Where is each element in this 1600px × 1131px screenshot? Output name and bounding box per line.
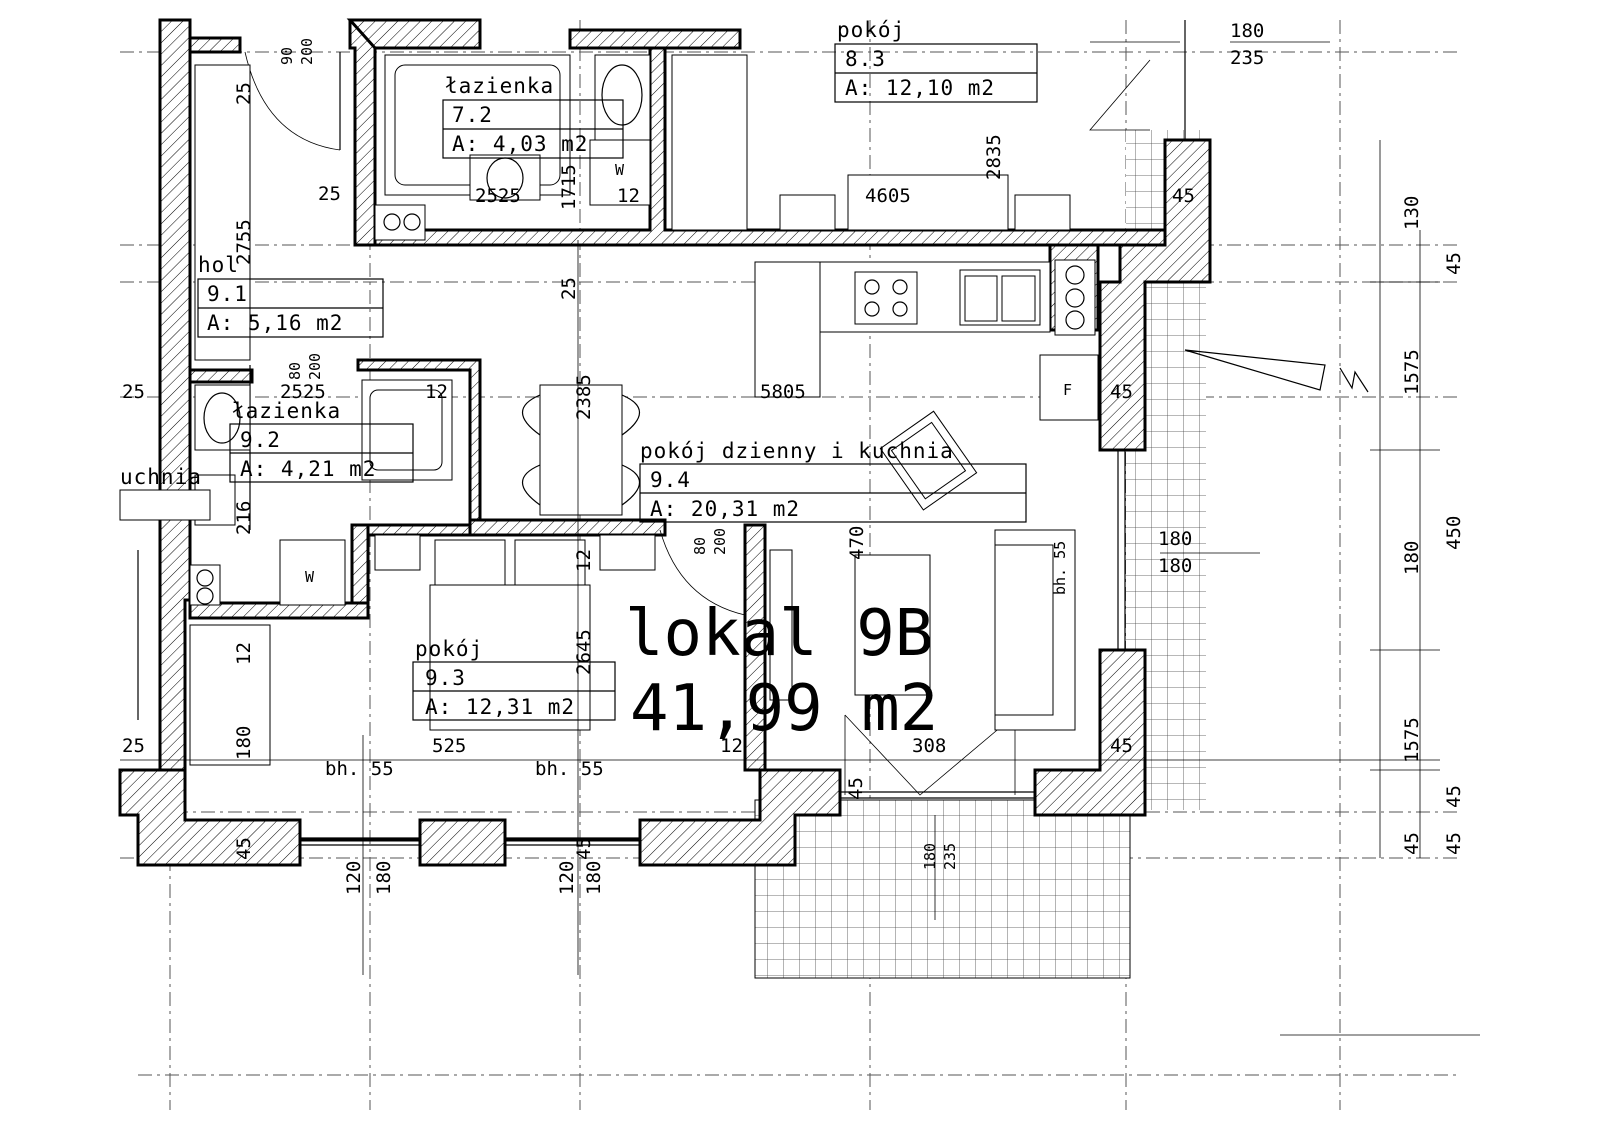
dim: 1575: [1401, 717, 1423, 763]
room-number: 9.3: [425, 666, 466, 690]
dim: 2385: [573, 374, 595, 420]
dim: bh. 55: [535, 758, 604, 780]
dim: 12: [425, 381, 448, 403]
dim: 525: [432, 735, 466, 757]
dim: bh. 55: [1051, 541, 1069, 595]
room-area: A: 5,16 m2: [207, 311, 343, 335]
dim: 4605: [865, 185, 911, 207]
dim: 2755: [233, 219, 255, 265]
dim: 200: [306, 353, 324, 380]
room-8-3: pokój 8.3 A: 12,10 m2: [837, 18, 995, 100]
dim: 180: [1158, 528, 1192, 550]
dim: 25: [558, 277, 580, 300]
room-name: pokój: [415, 637, 483, 661]
room-name: łazienka: [445, 74, 554, 98]
washer-label-2: W: [305, 568, 315, 586]
room-number: 9.4: [650, 468, 691, 492]
dim: 45: [1443, 832, 1465, 855]
dim: 120: [343, 861, 365, 895]
dim: 25: [122, 381, 145, 403]
dim: 12: [720, 735, 743, 757]
dim: 2645: [573, 629, 595, 675]
dimension-texts-vertical: 25 90 200 2755 1715 2835 25 2385 80 200 …: [233, 38, 1465, 895]
dim: 45: [1443, 252, 1465, 275]
dim: 45: [1443, 785, 1465, 808]
dim: 45: [1401, 832, 1423, 855]
room-area: A: 4,21 m2: [240, 457, 376, 481]
dim: 180: [921, 843, 939, 870]
dim: 235: [941, 843, 959, 870]
dim: 235: [1230, 47, 1264, 69]
room-7-2: łazienka 7.2 A: 4,03 m2: [445, 74, 588, 156]
room-name: hol: [198, 253, 239, 277]
dim: 216: [233, 501, 255, 535]
dimension-lines: [120, 41, 1480, 1036]
room-number: 9.2: [240, 428, 281, 452]
dim: 2525: [475, 185, 521, 207]
dim: 12: [573, 549, 595, 572]
dim: 45: [1110, 381, 1133, 403]
room-area: A: 20,31 m2: [650, 497, 800, 521]
dim: 12: [233, 642, 255, 665]
room-area: A: 12,10 m2: [845, 76, 995, 100]
washer-label: W: [615, 161, 625, 179]
dim: 470: [846, 526, 868, 560]
dim: 45: [233, 837, 255, 860]
dim: 130: [1401, 196, 1423, 230]
walls: [118, 18, 1212, 867]
windows: [137, 20, 1186, 846]
room-number: 7.2: [452, 103, 493, 127]
fridge-label: F: [1063, 381, 1072, 399]
dim: 2525: [280, 381, 326, 403]
dim: 180: [373, 861, 395, 895]
dim: 120: [556, 861, 578, 895]
dim: 25: [318, 183, 341, 205]
balcony-floor: [754, 799, 1131, 979]
room-9-2: łazienka 9.2 A: 4,21 m2: [232, 399, 376, 481]
room-name: łazienka: [232, 399, 341, 423]
room-9-1: hol 9.1 A: 5,16 m2: [198, 253, 343, 335]
room-number: 9.1: [207, 282, 248, 306]
dim: 200: [298, 38, 316, 65]
kitchen-fragment-label: uchnia: [120, 465, 202, 489]
dim: 45: [1110, 735, 1133, 757]
room-area: A: 4,03 m2: [452, 132, 588, 156]
room-label-boxes: [197, 43, 1038, 721]
room-9-4: pokój dzienny i kuchnia 9.4 A: 20,31 m2: [640, 439, 954, 521]
dim: 25: [233, 82, 255, 105]
dim: 45: [573, 837, 595, 860]
unit-title: lokal 9B: [625, 597, 933, 671]
room-name: pokój: [837, 18, 905, 42]
room-9-3: pokój 9.3 A: 12,31 m2: [415, 637, 575, 719]
dim: 180: [1230, 20, 1264, 42]
dim: 2835: [983, 134, 1005, 180]
dim: 25: [122, 735, 145, 757]
dim: 90: [278, 47, 296, 65]
dim: 1715: [558, 164, 580, 210]
dim: 180: [233, 726, 255, 760]
dim: 80: [691, 537, 709, 555]
dim: bh. 55: [325, 758, 394, 780]
dim: 308: [912, 735, 946, 757]
room-name: pokój dzienny i kuchnia: [640, 439, 954, 463]
dim: 180: [583, 861, 605, 895]
dim: 12: [617, 185, 640, 207]
room-area: A: 12,31 m2: [425, 695, 575, 719]
dim: 200: [711, 528, 729, 555]
dim: 180: [1401, 541, 1423, 575]
vent-circles: [196, 213, 1085, 605]
dim: 450: [1443, 516, 1465, 550]
dim: 45: [1172, 185, 1195, 207]
dim: 45: [845, 777, 867, 800]
dim: 5805: [760, 381, 806, 403]
unit-area: 41,99 m2: [630, 672, 938, 746]
dim: 180: [1158, 555, 1192, 577]
dim: 80: [286, 362, 304, 380]
room-number: 8.3: [845, 47, 886, 71]
dim: 1575: [1401, 349, 1423, 395]
dimension-texts: 25 2525 12 4605 45 180 235 25 2525 12 58…: [122, 20, 1264, 780]
north-arrow-icon: [1184, 349, 1369, 393]
furniture: [119, 54, 1099, 766]
